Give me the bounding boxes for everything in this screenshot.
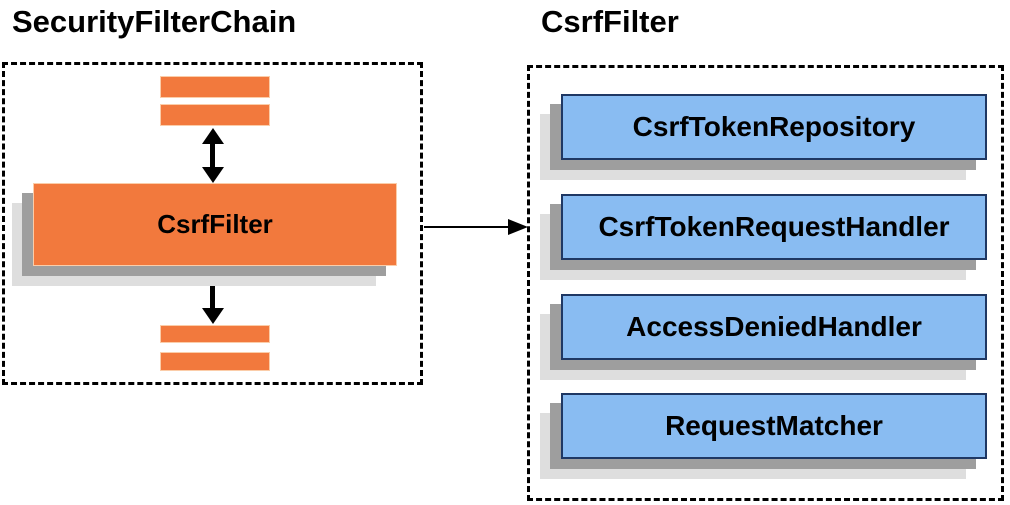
right-arrow-icon (424, 219, 528, 235)
arrow-head-down (202, 167, 224, 183)
filter-placeholder-bar (160, 104, 270, 126)
arrow-shaft (210, 141, 215, 170)
security-filter-chain-title: SecurityFilterChain (12, 4, 297, 39)
component-box-csrf-token-request-handler: CsrfTokenRequestHandler (540, 194, 987, 280)
component-box-label: AccessDeniedHandler (561, 294, 987, 360)
csrf-filter-box-label: CsrfFilter (33, 183, 397, 266)
component-box-csrf-token-repository: CsrfTokenRepository (540, 94, 987, 180)
component-box-label: RequestMatcher (561, 393, 987, 459)
component-box-label: CsrfTokenRepository (561, 94, 987, 160)
bidirectional-arrow-icon (202, 128, 224, 183)
arrow-shaft (210, 279, 215, 311)
arrow-head-down (202, 308, 224, 324)
filter-placeholder-bar (160, 76, 270, 98)
csrf-filter-components-container (527, 65, 1004, 501)
csrf-filter-title: CsrfFilter (541, 4, 679, 39)
component-box-request-matcher: RequestMatcher (540, 393, 987, 479)
arrow-head-right (508, 219, 528, 235)
csrf-filter-box: CsrfFilter (12, 183, 397, 286)
arrow-shaft (424, 226, 514, 228)
component-box-label: CsrfTokenRequestHandler (561, 194, 987, 260)
component-box-access-denied-handler: AccessDeniedHandler (540, 294, 987, 380)
security-filter-chain-container (2, 62, 423, 385)
arrow-head-up (202, 128, 224, 144)
filter-placeholder-bar (160, 325, 270, 343)
filter-placeholder-bar (160, 352, 270, 371)
